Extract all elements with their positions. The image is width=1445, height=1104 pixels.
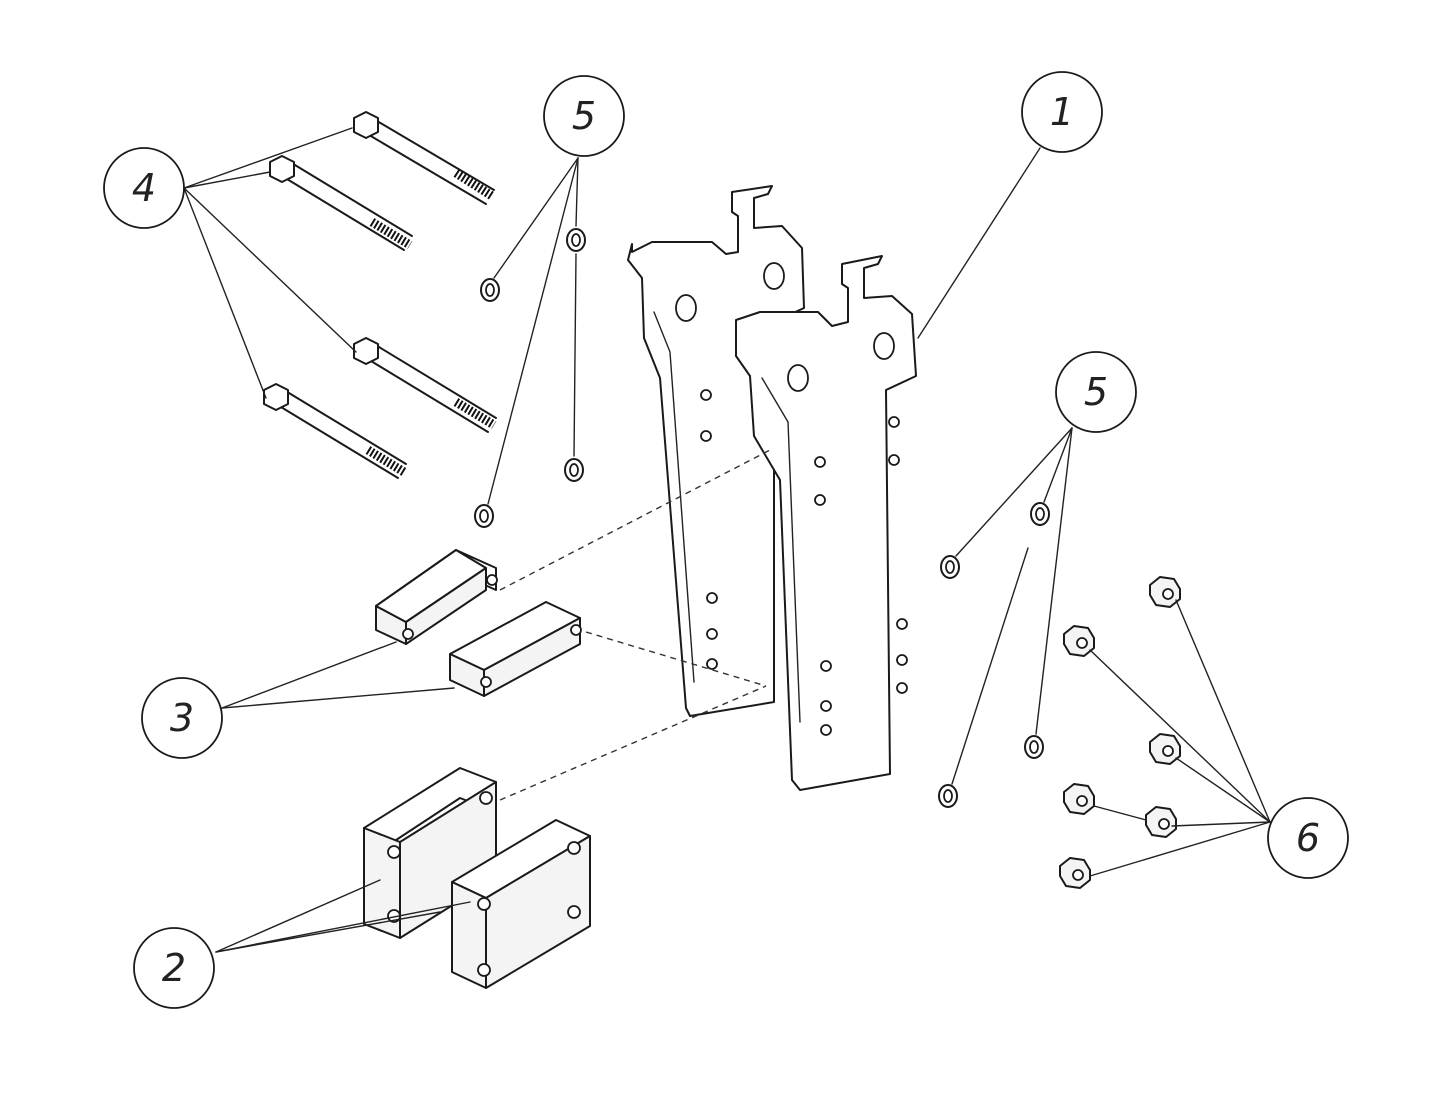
bolts-group (263, 111, 497, 479)
spacer-blocks-large (363, 767, 591, 989)
bolt (353, 111, 495, 205)
spacer-blocks-small (375, 549, 582, 697)
washers-right (938, 502, 1050, 808)
bolt (269, 155, 413, 251)
balloon-2-label: 2 (162, 946, 186, 990)
balloon-2: 2 (133, 927, 215, 1009)
balloon-5-top-label: 5 (572, 94, 596, 138)
balloon-3: 3 (141, 677, 223, 759)
side-plates (627, 185, 917, 791)
balloon-6-label: 6 (1296, 816, 1320, 860)
balloon-5-right-label: 5 (1084, 370, 1108, 414)
bolt (263, 383, 407, 479)
balloon-3-label: 3 (170, 696, 194, 740)
balloon-5-right: 5 (1055, 351, 1137, 433)
alignment-lines (499, 449, 771, 801)
balloon-4: 4 (103, 147, 185, 229)
balloon-1: 1 (1021, 71, 1103, 153)
bolt (353, 337, 497, 433)
balloon-5-top: 5 (543, 75, 625, 157)
nuts-group (1059, 576, 1181, 889)
leader-lines (183, 127, 1271, 953)
balloon-1-label: 1 (1050, 90, 1074, 134)
balloon-4-label: 4 (132, 166, 156, 210)
washers-left (474, 228, 586, 528)
balloon-6: 6 (1267, 797, 1349, 879)
